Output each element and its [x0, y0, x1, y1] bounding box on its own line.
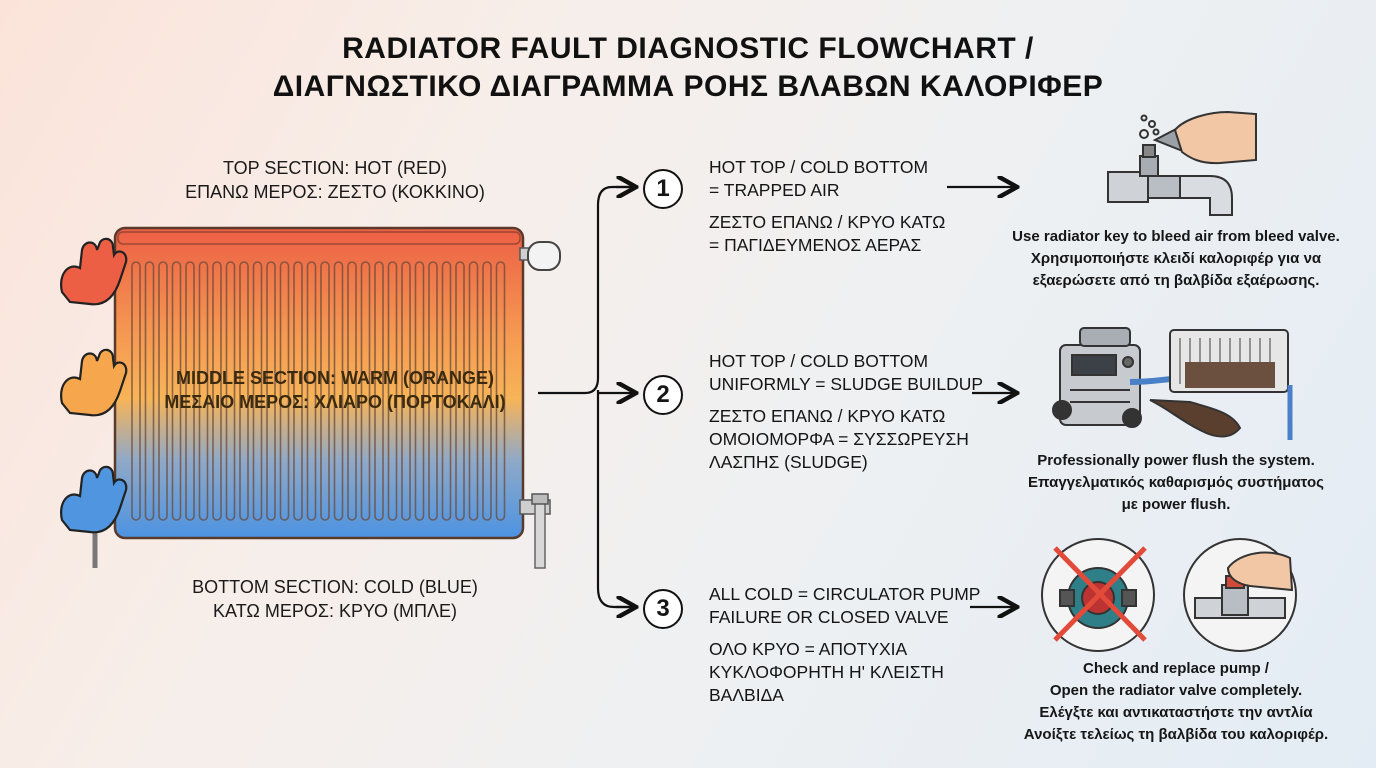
middle-section-label-gr: ΜΕΣΑΙΟ ΜΕΡΟΣ: ΧΛΙΑΡΟ (ΠΟΡΤΟΚΑΛΙ) — [164, 392, 506, 412]
radiator-fin — [428, 261, 438, 521]
radiator-fin — [414, 261, 425, 521]
step-1-action: Use radiator key to bleed air from bleed… — [990, 226, 1362, 292]
power-flush-machine-icon — [1052, 327, 1293, 440]
step-1-condition: HOT TOP / COLD BOTTOM = TRAPPED AIR ΖΕΣΤ… — [709, 156, 945, 257]
radiator-fin — [360, 261, 371, 521]
step-3-condition: ALL COLD = CIRCULATOR PUMP FAILURE OR CL… — [709, 583, 980, 707]
step-2-action: Professionally power flush the system. Ε… — [990, 450, 1362, 516]
step-3-action-en: Check and replace pump / Open the radiat… — [1049, 660, 1303, 699]
radiator-fin — [252, 261, 263, 521]
step-1-number: 1 — [643, 169, 683, 209]
radiator-fin — [468, 261, 479, 521]
bleed-key-icon — [1107, 110, 1257, 216]
step-1-action-en: Use radiator key to bleed air from bleed… — [1012, 228, 1340, 245]
radiator-fin — [347, 261, 357, 521]
step-2-condition-en: HOT TOP / COLD BOTTOM UNIFORMLY = SLUDGE… — [709, 351, 984, 394]
radiator-fin — [185, 261, 195, 521]
page-title-en: RADIATOR FAULT DIAGNOSTIC FLOWCHART / — [342, 32, 1034, 65]
middle-section-label-en: MIDDLE SECTION: WARM (ORANGE) — [176, 368, 494, 388]
radiator-fin — [239, 261, 249, 521]
radiator-fin — [158, 261, 168, 521]
radiator-fin — [212, 261, 222, 521]
step-3-condition-en: ALL COLD = CIRCULATOR PUMP FAILURE OR CL… — [709, 584, 981, 627]
middle-section-label: MIDDLE SECTION: WARM (ORANGE) ΜΕΣΑΙΟ ΜΕΡ… — [140, 366, 530, 414]
bottom-section-label-en: BOTTOM SECTION: COLD (BLUE) — [192, 577, 478, 597]
top-section-label-en: TOP SECTION: HOT (RED) — [222, 158, 448, 178]
radiator-fin — [387, 261, 398, 521]
step-3-condition-gr: ΟΛΟ ΚΡΥΟ = ΑΠΟΤΥΧΙΑ ΚΥΚΛΟΦΟΡΗΤΗ Η' ΚΛΕΙΣ… — [709, 639, 944, 705]
radiator-fin — [482, 261, 492, 521]
step-2-action-gr: Επαγγελματικός καθαρισμός συστήματος με … — [1028, 474, 1324, 513]
step-1-condition-gr: ΖΕΣΤΟ ΕΠΑΝΩ / ΚΡΥΟ ΚΑΤΩ = ΠΑΓΙΔΕΥΜΕΝΟΣ Α… — [709, 212, 946, 255]
radiator-fin — [333, 261, 344, 521]
radiator-fin — [401, 261, 411, 521]
radiator-illustration — [92, 226, 561, 569]
radiator-fin — [225, 261, 236, 521]
hot-hand-icon — [60, 237, 128, 306]
radiator-fin — [374, 261, 384, 521]
step-3-action-gr: Ελέγξτε και αντικαταστήστε την αντλία Αν… — [1023, 704, 1329, 743]
radiator-fin — [455, 261, 465, 521]
step-2-number: 2 — [643, 375, 683, 415]
radiator-fin — [198, 261, 209, 521]
step-2-action-en: Professionally power flush the system. — [1037, 452, 1315, 469]
top-section-label-gr: ΕΠΑΝΩ ΜΕΡΟΣ: ΖΕΣΤΟ (ΚΟΚΚΙΝΟ) — [185, 182, 485, 202]
radiator-fin — [131, 261, 141, 521]
step-2-condition-gr: ΖΕΣΤΟ ΕΠΑΝΩ / ΚΡΥΟ ΚΑΤΩ ΟΜΟΙΟΜΟΡΦΑ = ΣΥΣ… — [709, 406, 969, 472]
step-1-action-gr: Χρησιμοποιήστε κλειδί καλοριφέρ για να ε… — [1030, 250, 1322, 289]
radiator-fin — [171, 261, 182, 521]
cold-hand-icon — [60, 465, 128, 534]
pump-and-valve-icon — [1041, 538, 1297, 652]
radiator-fin — [306, 261, 317, 521]
radiator-fin — [144, 261, 155, 521]
bottom-section-label-gr: ΚΑΤΩ ΜΕΡΟΣ: ΚΡΥΟ (ΜΠΛΕ) — [213, 601, 457, 621]
warm-hand-icon — [60, 348, 128, 417]
radiator-fin — [266, 261, 276, 521]
flow-connector — [538, 187, 634, 607]
radiator-fin — [441, 261, 452, 521]
radiator-fin — [320, 261, 330, 521]
radiator-fin — [293, 261, 303, 521]
step-3-number: 3 — [643, 589, 683, 629]
radiator-fin — [495, 261, 506, 521]
step-1-condition-en: HOT TOP / COLD BOTTOM = TRAPPED AIR — [709, 157, 929, 200]
bottom-section-label: BOTTOM SECTION: COLD (BLUE) ΚΑΤΩ ΜΕΡΟΣ: … — [140, 575, 530, 623]
top-section-label: TOP SECTION: HOT (RED) ΕΠΑΝΩ ΜΕΡΟΣ: ΖΕΣΤ… — [140, 156, 530, 204]
step-2-condition: HOT TOP / COLD BOTTOM UNIFORMLY = SLUDGE… — [709, 350, 983, 474]
step-3-action: Check and replace pump / Open the radiat… — [990, 658, 1362, 746]
radiator-fin — [279, 261, 290, 521]
step-arrows — [947, 187, 1015, 607]
page-title-gr: ΔΙΑΓΝΩΣΤΙΚΟ ΔΙΑΓΡΑΜΜΑ ΡΟΗΣ ΒΛΑΒΩΝ ΚΑΛΟΡΙ… — [272, 70, 1104, 103]
